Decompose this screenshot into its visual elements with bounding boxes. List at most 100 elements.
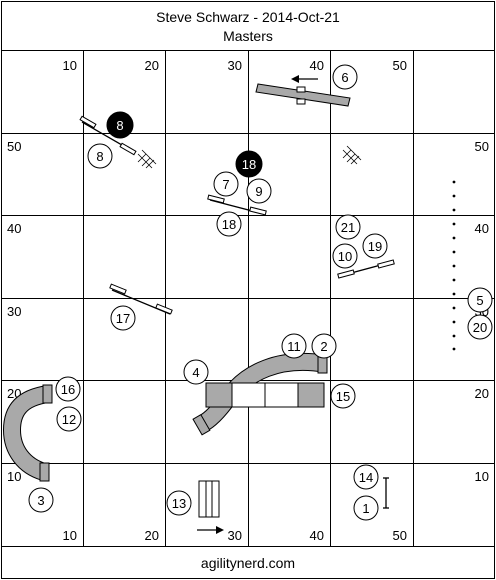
number-marker-2: 2 [311,333,337,359]
number-marker-19: 19 [362,233,388,259]
jump-wing [377,259,395,269]
handler-marker [137,145,362,169]
jump-wing [79,115,97,129]
jump-6 [255,75,351,107]
number-marker-9: 9 [246,178,272,204]
top-label: 50 [393,58,407,73]
tunnel-end [39,462,50,482]
jump-wing [119,142,137,156]
number-marker-8: 8 [87,143,113,169]
number-marker-21: 21 [335,214,361,240]
svg-text:12: 12 [62,412,76,427]
jump-upright [296,98,306,105]
direction-arrow-head [216,526,224,534]
jump-wing [155,303,173,315]
number-marker-6: 6 [332,64,358,90]
jump-board [255,83,351,107]
svg-text:7: 7 [222,177,229,192]
bottom-label: 40 [310,528,324,543]
number-marker-4: 4 [183,359,209,385]
left-label: 40 [7,221,21,236]
number-marker-12: 12 [56,406,82,432]
contact-zone [297,382,325,408]
number-marker-20: 20 [467,314,493,340]
svg-text:20: 20 [473,320,487,335]
right-label: 20 [475,386,489,401]
direction-arrow-head [291,75,299,83]
grid-labels: 10 20 30 40 50 10 20 30 40 50 50 40 30 2… [7,58,489,543]
jump-7-9-18 [207,194,267,216]
svg-text:6: 6 [341,70,348,85]
svg-text:13: 13 [172,496,186,511]
jump-wing [109,283,127,295]
course-title: Steve Schwarz - 2014-Oct-21 [156,9,340,25]
svg-text:8: 8 [116,118,123,133]
number-marker-15: 15 [330,383,356,409]
jump-wing [249,206,267,216]
left-label: 10 [7,469,21,484]
svg-text:1: 1 [362,501,369,516]
svg-text:10: 10 [338,249,352,264]
right-label: 10 [475,469,489,484]
svg-text:2: 2 [320,339,327,354]
number-marker-10: 10 [332,243,358,269]
tunnel-body [3,386,50,480]
top-label: 30 [228,58,242,73]
top-label: 40 [310,58,324,73]
contact-zone [205,382,233,408]
svg-text:4: 4 [192,365,199,380]
svg-text:14: 14 [359,470,373,485]
right-label: 50 [475,139,489,154]
jump-10-19-21 [337,259,395,279]
jump-8 [79,115,137,156]
site-credit: agilitynerd.com [201,555,295,571]
left-label: 50 [7,139,21,154]
svg-text:8: 8 [96,149,103,164]
number-marker-13: 13 [166,490,192,516]
jump-wing [337,269,355,279]
number-marker-14: 14 [353,464,379,490]
svg-text:9: 9 [255,184,262,199]
number-marker-18-filled: 18 [235,150,263,178]
bottom-label: 10 [63,528,77,543]
svg-text:16: 16 [61,382,75,397]
svg-text:3: 3 [37,493,44,508]
crosshatch-icon [342,145,362,165]
number-marker-5: 5 [467,287,493,313]
svg-text:18: 18 [222,217,236,232]
bottom-label: 50 [393,528,407,543]
bottom-label: 30 [228,528,242,543]
number-marker-8-filled: 8 [106,111,134,139]
number-marker-7: 7 [213,171,239,197]
right-label: 40 [475,221,489,236]
jump-17 [109,283,173,315]
left-label: 30 [7,304,21,319]
number-marker-3: 3 [28,487,54,513]
dogwalk-4-15 [205,382,325,408]
number-marker-11: 11 [281,333,307,359]
crosshatch-icon [137,149,157,169]
svg-text:18: 18 [242,157,256,172]
jump-13 [197,480,224,534]
obstacle-numbers: 6 8 8 18 7 9 18 21 19 10 5 20 17 11 2 4 … [28,64,493,521]
svg-text:19: 19 [368,239,382,254]
number-marker-17: 17 [110,305,136,331]
jump-upright [296,86,306,93]
top-label: 10 [63,58,77,73]
number-marker-18: 18 [216,211,242,237]
number-marker-16: 16 [55,376,81,402]
svg-text:17: 17 [116,311,130,326]
tunnel-end [192,414,211,436]
tunnel-end [42,384,53,404]
svg-text:11: 11 [287,339,301,354]
svg-text:21: 21 [341,220,355,235]
svg-text:15: 15 [336,389,350,404]
number-marker-1: 1 [353,495,379,521]
bottom-label: 20 [145,528,159,543]
jump-wing [207,194,225,204]
top-label: 20 [145,58,159,73]
weave-poles [452,180,456,351]
